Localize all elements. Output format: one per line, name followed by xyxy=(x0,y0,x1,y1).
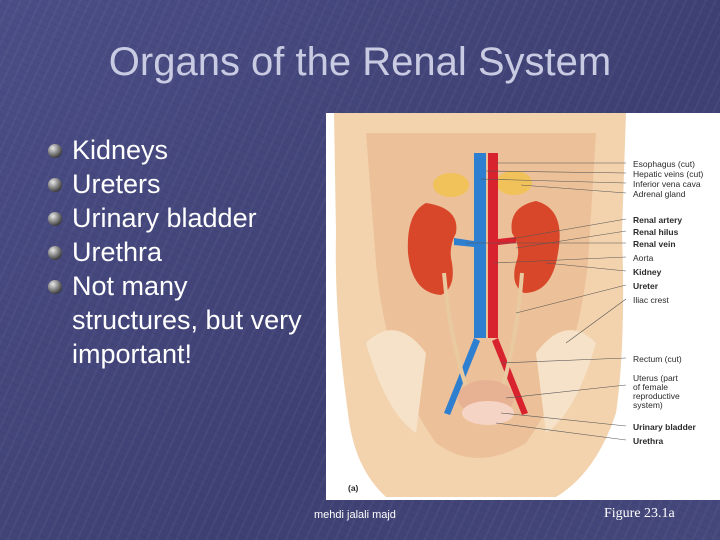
renal-system-figure: Esophagus (cut) Hepatic veins (cut) Infe… xyxy=(326,113,720,500)
callout-esophagus: Esophagus (cut) xyxy=(633,159,695,169)
bullet-icon xyxy=(48,246,62,260)
right-iliac-artery xyxy=(492,338,528,415)
bullet-item: Kidneys xyxy=(48,133,318,167)
bullet-icon xyxy=(48,144,62,158)
bullet-text: Kidneys xyxy=(72,135,169,165)
callout-uterus-line1: Uterus (part xyxy=(633,373,679,383)
footer-figure-reference: Figure 23.1a xyxy=(604,506,675,521)
aorta xyxy=(488,153,498,338)
bullet-text: Not many structures, but very important! xyxy=(72,271,302,369)
left-kidney xyxy=(407,203,457,295)
callout-uterus-line2: of female xyxy=(633,382,668,392)
callout-ureter: Ureter xyxy=(633,281,659,291)
anatomy-illustration: Esophagus (cut) Hepatic veins (cut) Infe… xyxy=(334,113,704,497)
bullet-text: Urethra xyxy=(72,237,163,267)
bullet-text: Urinary bladder xyxy=(72,203,257,233)
callout-inferior-vena-cava: Inferior vena cava xyxy=(633,179,701,189)
callout-leader-lines xyxy=(466,162,627,441)
bullet-icon xyxy=(48,178,62,192)
right-iliac-bone xyxy=(536,330,596,433)
callout-iliac-crest: Iliac crest xyxy=(633,295,670,305)
callout-uterus-line3: reproductive xyxy=(633,391,680,401)
callout-uterus-line4: system) xyxy=(633,400,663,410)
slide-title: Organs of the Renal System xyxy=(108,40,612,84)
callout-urinary-bladder: Urinary bladder xyxy=(633,422,697,432)
bullet-item: Urethra xyxy=(48,235,318,269)
callout-renal-vein: Renal vein xyxy=(633,239,676,249)
bullet-icon xyxy=(48,280,62,294)
callout-kidney: Kidney xyxy=(633,267,662,277)
bullet-list: Kidneys Ureters Urinary bladder Urethra … xyxy=(48,133,318,371)
bullet-item: Not many structures, but very important! xyxy=(48,269,318,371)
urinary-bladder xyxy=(462,401,514,425)
left-adrenal-gland xyxy=(433,173,469,197)
bullet-icon xyxy=(48,212,62,226)
callout-adrenal-gland: Adrenal gland xyxy=(633,189,686,199)
callout-renal-artery: Renal artery xyxy=(633,215,682,225)
figure-panel-label: (a) xyxy=(348,483,359,493)
callout-renal-hilus: Renal hilus xyxy=(633,227,679,237)
bullet-text: Ureters xyxy=(72,169,161,199)
inferior-vena-cava xyxy=(474,153,486,338)
callout-hepatic-veins: Hepatic veins (cut) xyxy=(633,169,704,179)
callout-urethra: Urethra xyxy=(633,436,664,446)
right-adrenal-gland xyxy=(496,171,532,195)
callout-aorta: Aorta xyxy=(633,253,654,263)
bullet-item: Ureters xyxy=(48,167,318,201)
footer-author: mehdi jalali majd xyxy=(314,509,396,521)
callout-rectum: Rectum (cut) xyxy=(633,354,682,364)
left-renal-vein xyxy=(454,238,474,247)
left-iliac-bone xyxy=(366,330,426,433)
bullet-item: Urinary bladder xyxy=(48,201,318,235)
right-kidney xyxy=(511,201,560,293)
